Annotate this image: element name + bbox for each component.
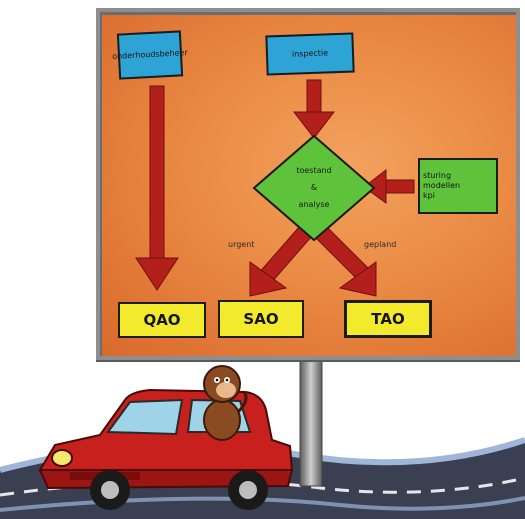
- billboard-scene: toestand & analyse onderhoudsbeheer insp…: [0, 0, 525, 519]
- driver-monkey-icon: [0, 0, 525, 519]
